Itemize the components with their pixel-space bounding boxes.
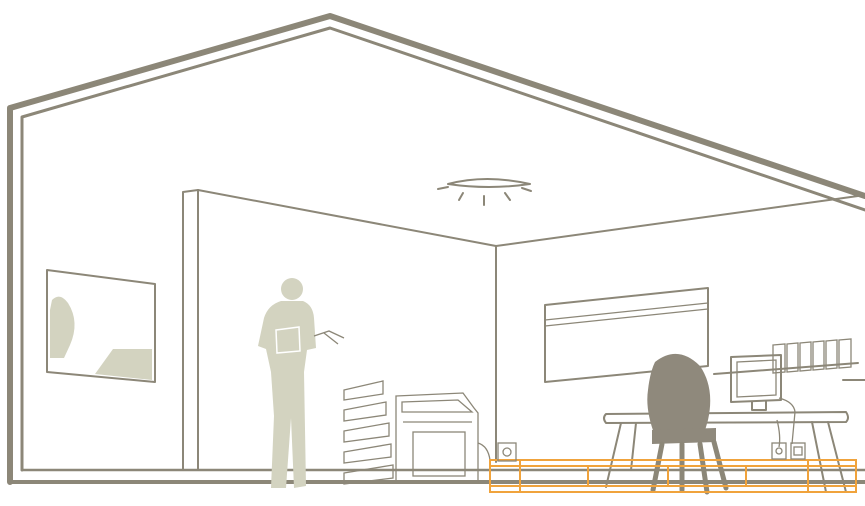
- copier-machine: [344, 381, 490, 484]
- power-outlet-icon: [498, 443, 805, 461]
- person-figure: [258, 278, 344, 488]
- baseboard-channel-highlight: [490, 460, 856, 492]
- ceiling-lamp-icon: [438, 179, 531, 205]
- window: [47, 270, 155, 382]
